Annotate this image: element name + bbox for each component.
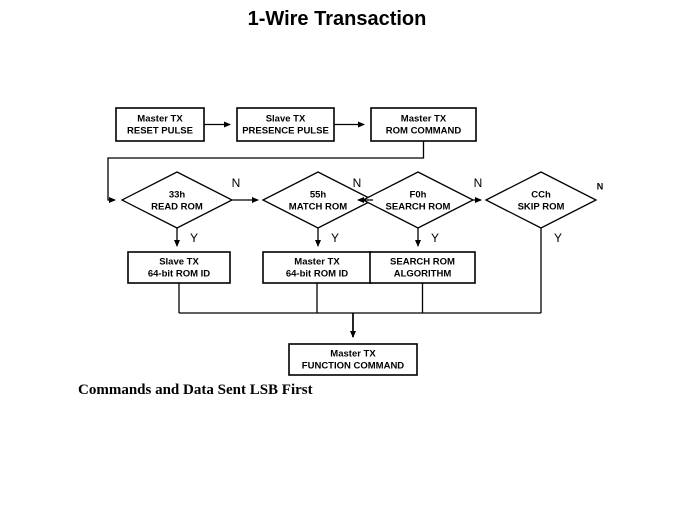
node-label-line2: PRESENCE PULSE: [242, 126, 329, 137]
decision-label-line1: 33h: [169, 190, 186, 201]
node-label-line2: 64-bit ROM ID: [286, 269, 348, 280]
node-label-line1: Slave TX: [266, 114, 306, 125]
branch-label-yes-matchrom: Y: [331, 231, 339, 245]
decision-label-line1: F0h: [410, 190, 427, 201]
branch-label-no-searchrom: N: [474, 176, 483, 190]
node-label-line2: ALGORITHM: [394, 269, 452, 280]
node-label-line1: Master TX: [294, 257, 340, 268]
node-search-rom-algorithm[interactable]: SEARCH ROM ALGORITHM: [369, 251, 476, 284]
decision-label-line2: SEARCH ROM: [386, 202, 451, 213]
node-label-line1: Master TX: [137, 114, 183, 125]
decision-label-line1: 55h: [310, 190, 327, 201]
connector-romcommand-to-readrom: [107, 141, 425, 203]
branch-label-yes-readrom: Y: [190, 231, 198, 245]
branch-label-yes-skiprom: Y: [554, 231, 562, 245]
node-label-line2: 64-bit ROM ID: [148, 269, 210, 280]
node-slave-tx-presence-pulse[interactable]: Slave TX PRESENCE PULSE: [236, 107, 335, 142]
node-label-line1: SEARCH ROM: [390, 257, 455, 268]
decision-read-rom[interactable]: 33h READ ROM: [120, 171, 234, 229]
branch-label-yes-searchrom: Y: [431, 231, 439, 245]
node-slave-tx-rom-id[interactable]: Slave TX 64-bit ROM ID: [127, 251, 231, 284]
node-master-tx-reset-pulse[interactable]: Master TX RESET PULSE: [115, 107, 205, 142]
node-label-line2: FUNCTION COMMAND: [302, 361, 405, 372]
node-master-tx-rom-id[interactable]: Master TX 64-bit ROM ID: [262, 251, 372, 284]
decision-label-line1: CCh: [531, 190, 551, 201]
decision-search-rom[interactable]: F0h SEARCH ROM: [361, 171, 475, 229]
node-label-line2: ROM COMMAND: [386, 126, 462, 137]
branch-label-no-readrom: N: [232, 176, 241, 190]
branch-label-no-skiprom: N: [597, 181, 604, 191]
node-label-line1: Master TX: [401, 114, 447, 125]
branch-label-no-matchrom: N: [353, 176, 362, 190]
node-master-tx-rom-command[interactable]: Master TX ROM COMMAND: [370, 107, 477, 142]
decision-skip-rom[interactable]: CCh SKIP ROM: [484, 171, 598, 229]
node-label-line2: RESET PULSE: [127, 126, 193, 137]
decision-label-line2: SKIP ROM: [518, 202, 565, 213]
decision-label-line2: MATCH ROM: [289, 202, 347, 213]
page-title: 1-Wire Transaction: [247, 8, 427, 30]
node-label-line1: Slave TX: [159, 257, 199, 268]
footnote-caption: Commands and Data Sent LSB First: [78, 382, 313, 398]
node-label-line1: Master TX: [330, 349, 376, 360]
decision-label-line2: READ ROM: [151, 202, 203, 213]
node-master-tx-function-command[interactable]: Master TX FUNCTION COMMAND: [288, 343, 418, 376]
